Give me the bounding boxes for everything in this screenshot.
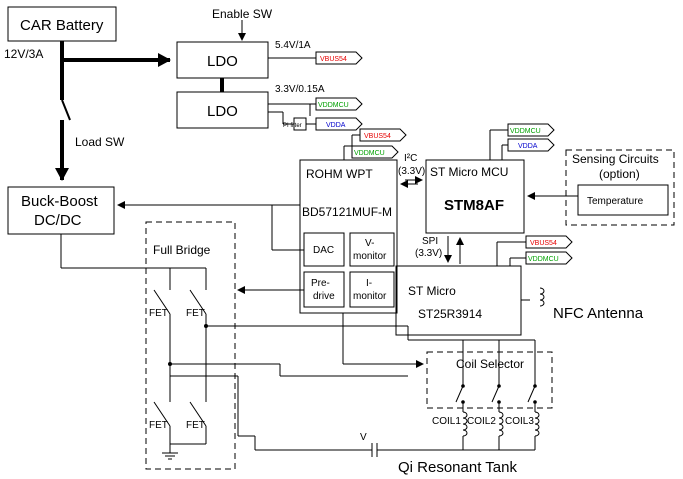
fet-label: FET bbox=[186, 420, 205, 431]
coil2-label: COIL2 bbox=[467, 416, 496, 427]
i-monitor-label: I- bbox=[366, 278, 372, 289]
i2c-voltage-label: (3.3V) bbox=[398, 166, 425, 177]
vdda-label: VDDA bbox=[518, 143, 538, 150]
fet-label: FET bbox=[186, 308, 205, 319]
v-monitor-block bbox=[349, 232, 395, 267]
vddmcu-label: VDDMCU bbox=[354, 150, 385, 157]
vbus54-tag-st25 bbox=[525, 235, 573, 249]
buck-boost-label: Buck-Boost bbox=[21, 193, 99, 210]
vddmcu-label: VDDMCU bbox=[318, 102, 349, 109]
ldo2-label: LDO bbox=[207, 103, 238, 120]
st-micro-mcu-label: ST Micro MCU bbox=[430, 165, 508, 179]
vddmcu-tag-mcu bbox=[507, 123, 555, 137]
car-battery-label: CAR Battery bbox=[20, 17, 104, 34]
sensing-circuits-box bbox=[565, 149, 675, 226]
temperature-label: Temperature bbox=[587, 196, 644, 207]
qi-resonant-tank-label: Qi Resonant Tank bbox=[398, 459, 517, 476]
rohm-wpt-label: ROHM WPT bbox=[306, 167, 373, 181]
coil-selector-label: Coil Selector bbox=[456, 357, 524, 371]
coil1-label: COIL1 bbox=[432, 416, 461, 427]
vdda-tag-ldo bbox=[315, 117, 363, 131]
pi-filter-box bbox=[293, 117, 307, 131]
full-bridge-label: Full Bridge bbox=[153, 243, 211, 257]
st25-block bbox=[395, 265, 522, 336]
sensing-option-label: (option) bbox=[599, 167, 640, 181]
st-mcu-block bbox=[425, 159, 525, 234]
v-monitor-label: monitor bbox=[353, 251, 387, 262]
i2c-label: I²C bbox=[404, 153, 417, 164]
bd-part-label: BD57121MUF-M bbox=[302, 205, 392, 219]
sensing-circuits-label: Sensing Circuits bbox=[572, 152, 659, 166]
coil3-inductor bbox=[534, 411, 540, 437]
vddmcu-tag-st25 bbox=[525, 251, 573, 265]
fet-label: FET bbox=[149, 420, 168, 431]
st-micro-label: ST Micro bbox=[408, 284, 456, 298]
capacitor-label: V bbox=[360, 432, 367, 443]
dac-label: DAC bbox=[313, 245, 334, 256]
i-monitor-block bbox=[349, 271, 395, 308]
full-bridge-box bbox=[145, 221, 236, 470]
coil2-inductor bbox=[498, 411, 504, 437]
vddmcu-label: VDDMCU bbox=[528, 256, 559, 263]
pre-drive-label: Pre- bbox=[311, 278, 330, 289]
st25r3914-label: ST25R3914 bbox=[418, 307, 482, 321]
spi-voltage-label: (3.3V) bbox=[415, 248, 442, 259]
coil-selector-box bbox=[426, 351, 553, 409]
nfc-antenna-icon bbox=[539, 287, 545, 307]
spi-label: SPI bbox=[422, 236, 438, 247]
coil3-label: COIL3 bbox=[505, 416, 534, 427]
vdda-tag-mcu bbox=[507, 138, 555, 152]
vbus54-label: VBUS54 bbox=[364, 133, 391, 140]
ldo2-output-label: 3.3V/0.15A bbox=[275, 84, 325, 95]
load-switch-symbol bbox=[61, 99, 71, 121]
v-monitor-label: V- bbox=[365, 238, 374, 249]
pi-filter-label: PI filter bbox=[283, 123, 302, 129]
temperature-block bbox=[577, 184, 669, 216]
vddmcu-tag-ldo bbox=[315, 97, 363, 111]
vdda-label: VDDA bbox=[326, 122, 346, 129]
input-voltage-label: 12V/3A bbox=[4, 47, 43, 61]
vbus54-label: VBUS54 bbox=[320, 56, 347, 63]
nfc-antenna-label: NFC Antenna bbox=[553, 305, 644, 322]
fet-label: FET bbox=[149, 308, 168, 319]
ldo1-output-label: 5.4V/1A bbox=[275, 40, 311, 51]
rohm-wpt-block bbox=[299, 159, 398, 314]
dc-dc-label: DC/DC bbox=[34, 212, 82, 229]
coil1-inductor bbox=[462, 411, 468, 437]
vbus54-tag-ldo bbox=[315, 51, 363, 65]
ldo1-label: LDO bbox=[207, 53, 238, 70]
enable-sw-label: Enable SW bbox=[212, 7, 273, 21]
pre-drive-label: drive bbox=[313, 291, 335, 302]
vbus54-label: VBUS54 bbox=[530, 240, 557, 247]
load-sw-label: Load SW bbox=[75, 135, 125, 149]
vbus54-tag-rohm bbox=[359, 128, 407, 142]
vddmcu-label: VDDMCU bbox=[510, 128, 541, 135]
stm8af-label: STM8AF bbox=[444, 197, 504, 214]
vddmcu-tag-rohm bbox=[351, 145, 399, 159]
i-monitor-label: monitor bbox=[353, 291, 387, 302]
